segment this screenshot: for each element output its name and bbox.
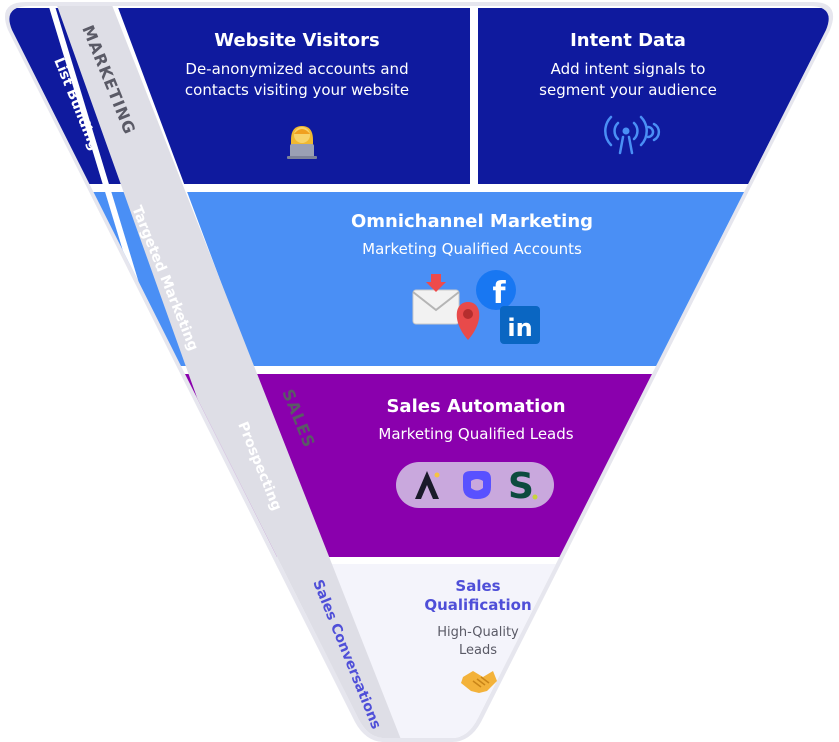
intent-data-title: Intent Data — [570, 30, 686, 51]
email-icon — [412, 274, 460, 325]
omnichannel-title: Omnichannel Marketing — [351, 211, 593, 232]
website-visitors-desc-2: contacts visiting your website — [185, 81, 409, 99]
linkedin-icon: in — [500, 306, 540, 344]
handshake-icon — [461, 671, 497, 693]
salesloft-letter: S — [508, 466, 534, 507]
sales-qualification-desc-2: Leads — [459, 643, 497, 658]
intent-data-desc-2: segment your audience — [539, 81, 717, 99]
website-visitors-desc-1: De-anonymized accounts and — [185, 60, 408, 78]
sales-qualification-desc-1: High-Quality — [437, 625, 519, 640]
sales-qualification-panel — [9, 564, 829, 738]
outreach-logo-icon — [463, 471, 491, 499]
intent-data-desc-1: Add intent signals to — [551, 60, 706, 78]
facebook-icon: f — [476, 270, 516, 311]
linkedin-letters: in — [507, 314, 532, 342]
broadcast-signal-icon — [604, 115, 661, 155]
website-visitors-title: Website Visitors — [214, 30, 380, 51]
omnichannel-subtitle: Marketing Qualified Accounts — [362, 240, 582, 258]
sales-qualification-title-2: Qualification — [424, 596, 531, 614]
apollo-logo-icon — [415, 471, 440, 499]
map-pin-icon — [456, 302, 480, 340]
sales-qualification-title-1: Sales — [455, 577, 500, 595]
person-laptop-icon — [287, 126, 317, 159]
sales-automation-subtitle: Marketing Qualified Leads — [378, 425, 573, 443]
facebook-letter: f — [492, 276, 506, 311]
salesloft-logo-icon: S — [508, 466, 538, 507]
marketing-sales-band — [55, 6, 402, 738]
sales-automation-title: Sales Automation — [386, 396, 565, 417]
